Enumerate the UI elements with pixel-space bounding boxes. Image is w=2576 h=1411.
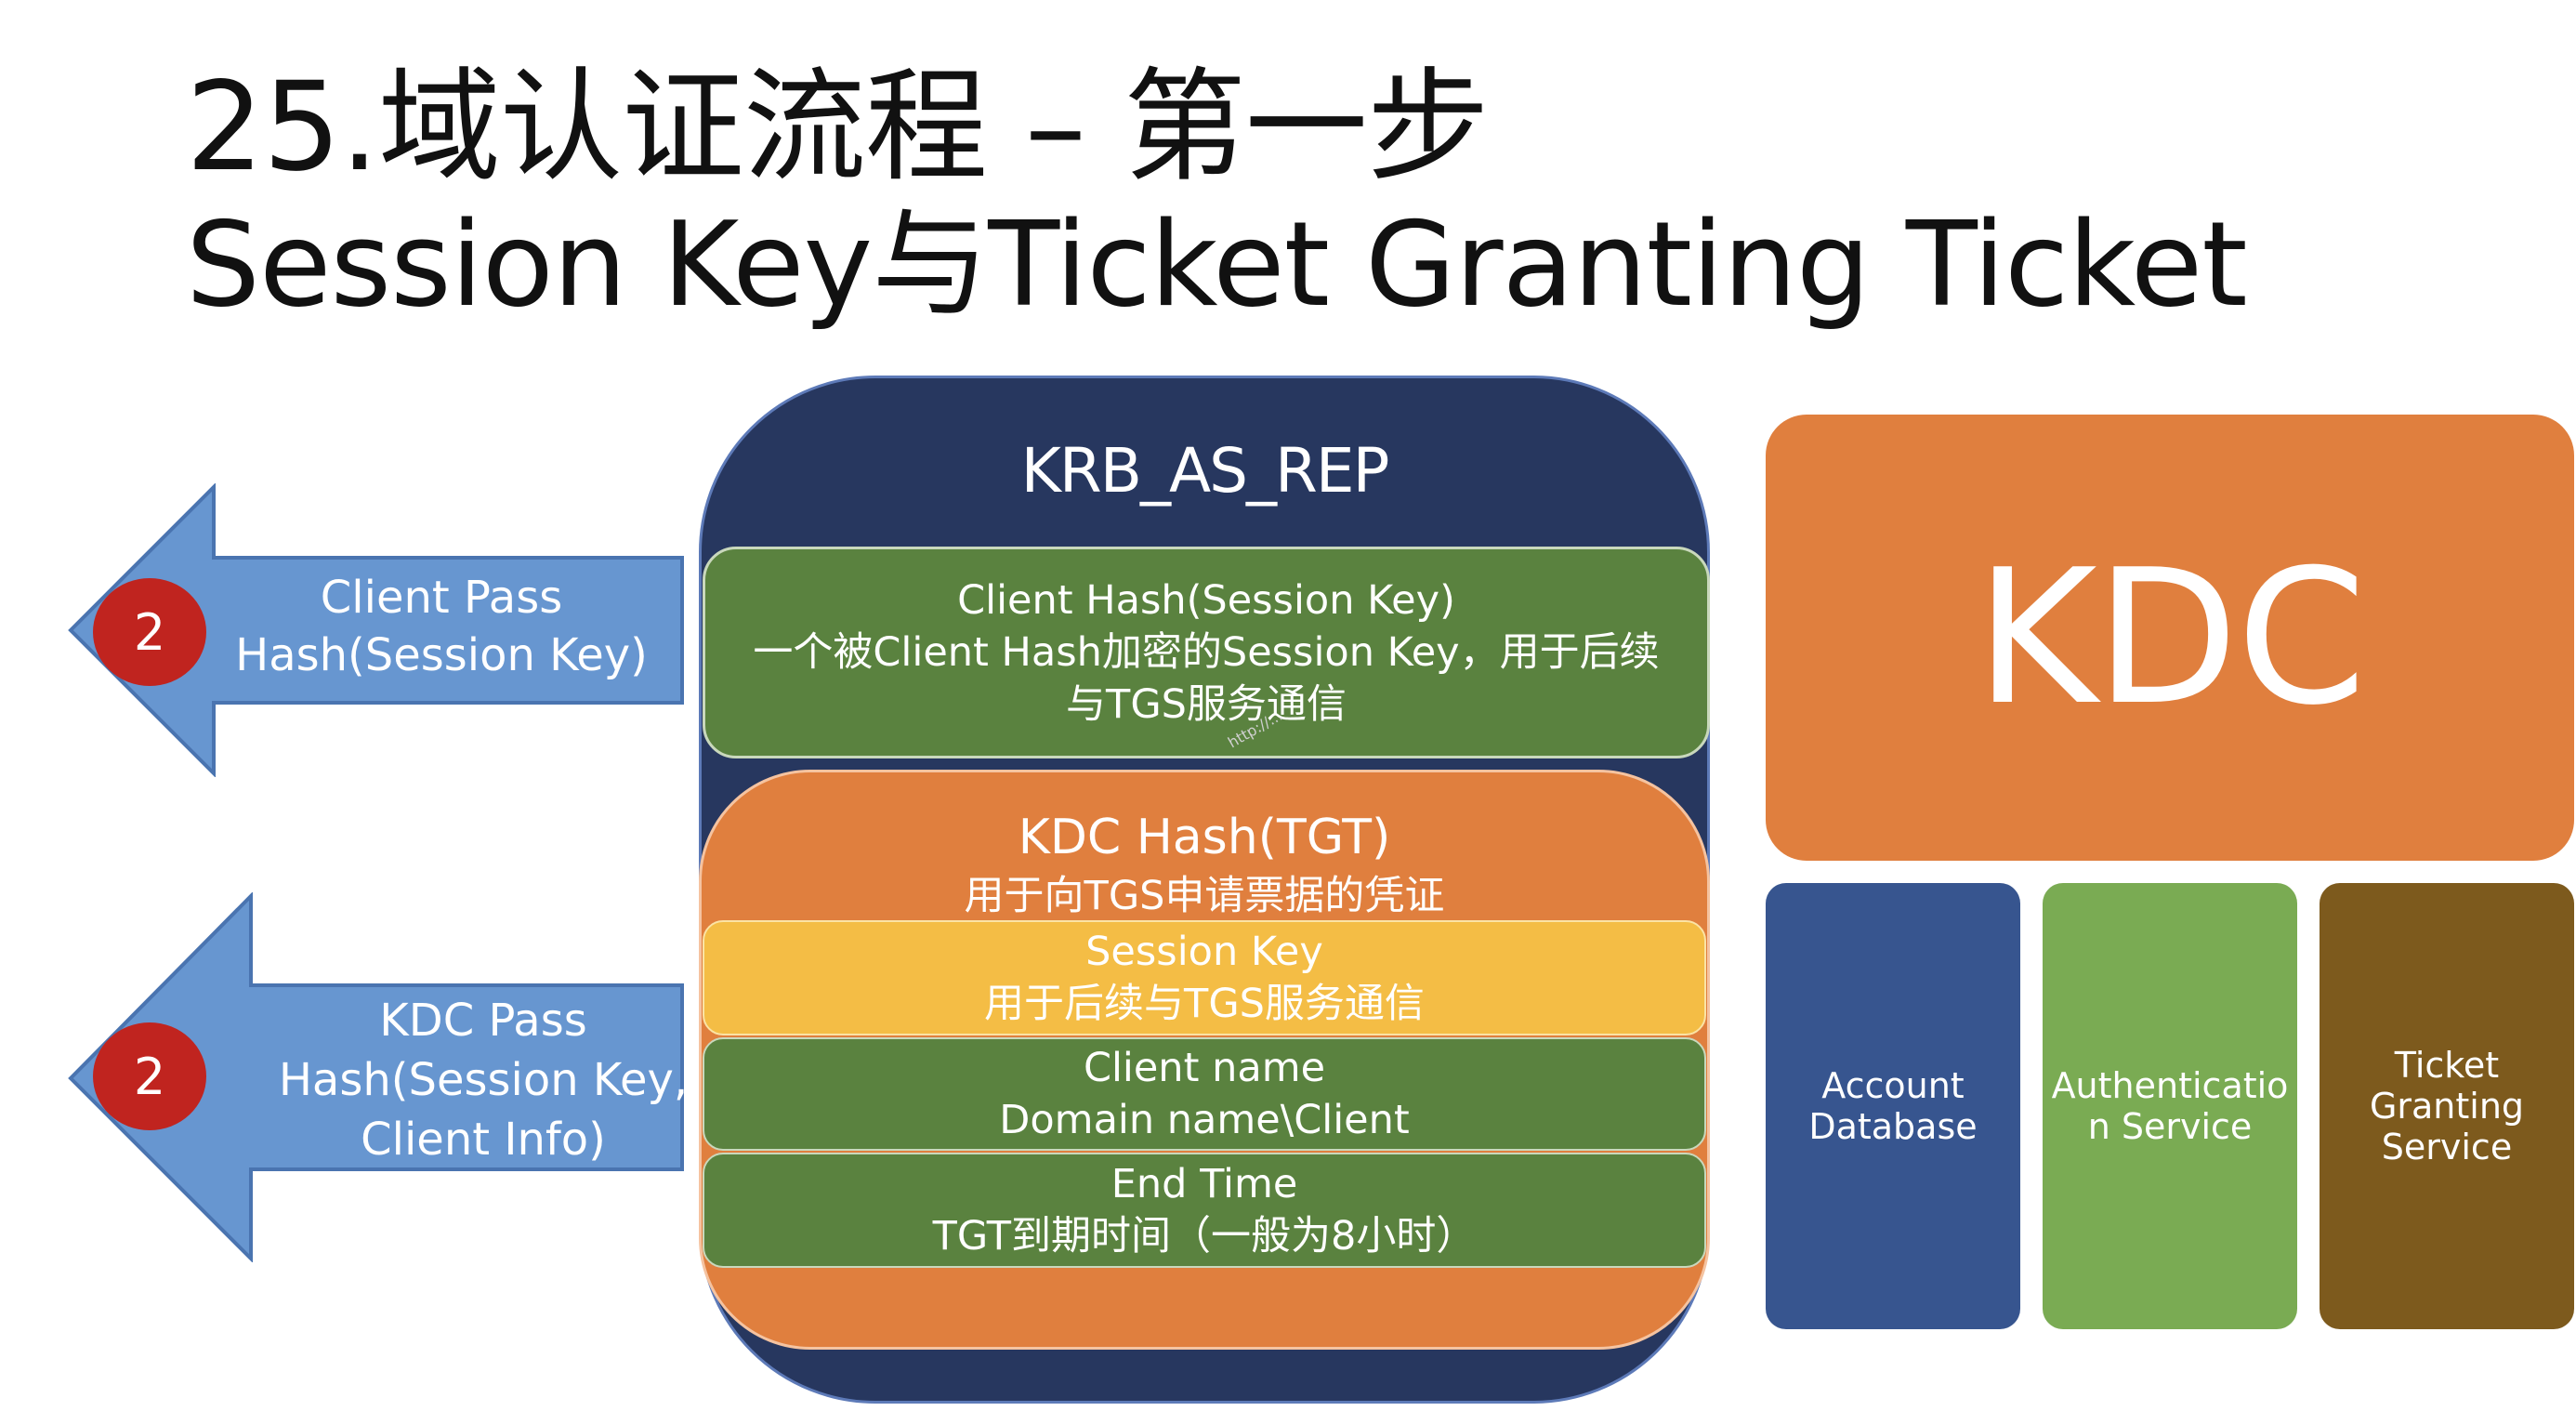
arrow-client-pass-hash: Client Pass Hash(Session Key) (65, 483, 688, 777)
account-database-box: Account Database (1766, 883, 2020, 1329)
layer-title: Session Key (1085, 929, 1323, 975)
tgt-title: KDC Hash(TGT) (1018, 810, 1391, 865)
step-badge: 2 (93, 578, 206, 686)
tgt-session-key-layer: Session Key 用于后续与TGS服务通信 (703, 920, 1706, 1035)
layer-description: 用于后续与TGS服务通信 (984, 981, 1425, 1027)
step-badge: 2 (93, 1022, 206, 1130)
kdc-box: KDC (1766, 415, 2574, 861)
left-arrow-shape (68, 483, 684, 777)
arrow-label: KDC Pass Hash(Session Key, Client Info) (278, 995, 689, 1166)
page-title-line-2: Session Key与Ticket Granting Ticket (186, 196, 2248, 333)
client-hash-line: Client Hash(Session Key) (957, 577, 1455, 624)
tgt-end-time-layer: End Time TGT到期时间（一般为8小时） (703, 1153, 1706, 1268)
client-hash-line: 与TGS服务通信 (1066, 681, 1347, 728)
krb-as-rep-title: KRB_AS_REP (1020, 435, 1390, 507)
layer-title: Client name (1083, 1045, 1326, 1091)
left-arrow-shape (68, 892, 684, 1262)
layer-description: Domain name\Client (999, 1097, 1410, 1143)
ticket-granting-service-box: Ticket Granting Service (2320, 883, 2574, 1329)
client-hash-line: 一个被Client Hash加密的Session Key，用于后续 (753, 629, 1660, 676)
layer-title: End Time (1111, 1161, 1298, 1207)
page-title-line-1: 25.域认证流程 – 第一步 (186, 56, 1490, 199)
arrow-kdc-pass-hash: KDC Pass Hash(Session Key, Client Info) (65, 892, 688, 1262)
authentication-service-box: Authenticatio n Service (2043, 883, 2297, 1329)
arrow-label: Client Pass Hash(Session Key) (235, 572, 648, 681)
tgt-client-name-layer: Client name Domain name\Client (703, 1037, 1706, 1151)
tgt-subtitle: 用于向TGS申请票据的凭证 (964, 873, 1445, 919)
client-hash-session-key-box: Client Hash(Session Key) 一个被Client Hash加… (703, 547, 1710, 758)
layer-description: TGT到期时间（一般为8小时） (932, 1213, 1477, 1259)
